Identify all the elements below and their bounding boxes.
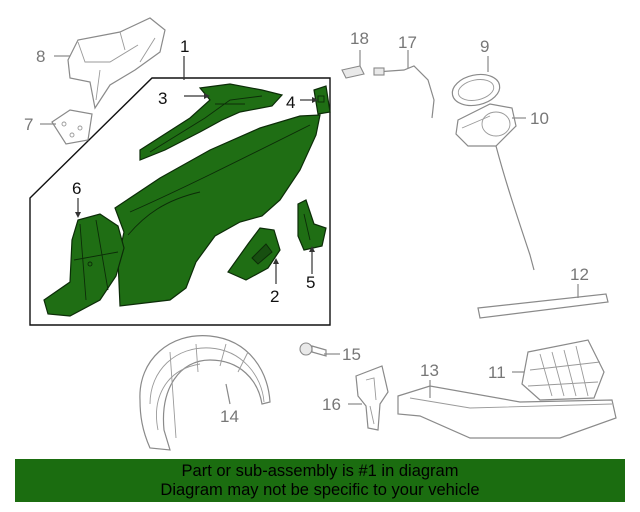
callout-7[interactable]: 7 (24, 115, 33, 134)
callout-15[interactable]: 15 (342, 345, 361, 364)
callout-9[interactable]: 9 (480, 37, 489, 56)
callout-13[interactable]: 13 (420, 361, 439, 380)
callout-11[interactable]: 11 (488, 363, 506, 382)
part-2-lower-bracket[interactable] (227, 227, 281, 281)
part-quarter-panel[interactable] (114, 114, 321, 307)
callout-2[interactable]: 2 (270, 287, 279, 306)
callout-4[interactable]: 4 (286, 93, 295, 112)
part-6-inner-wheelhouse[interactable] (43, 213, 125, 317)
banner-line-2: Diagram may not be specific to your vehi… (160, 481, 480, 499)
callout-6[interactable]: 6 (72, 179, 81, 198)
part-15-bolt[interactable] (299, 342, 327, 357)
part-14-wheelhouse-liner[interactable] (139, 335, 271, 451)
part-5-vertical-bracket[interactable] (297, 199, 327, 251)
part-10-fuel-filler-housing[interactable] (455, 103, 535, 271)
part-18-clip[interactable] (341, 65, 365, 79)
callout-1[interactable]: 1 (180, 37, 189, 56)
callout-14[interactable]: 14 (220, 407, 239, 426)
sub-assembly-1-frame (29, 77, 331, 326)
callout-16[interactable]: 16 (322, 395, 341, 414)
part-3-upper-rail[interactable] (139, 83, 284, 161)
part-4-bracket[interactable] (313, 85, 331, 115)
leader-lines (40, 50, 579, 405)
notice-banner: Part or sub-assembly is #1 in diagram Di… (15, 459, 625, 502)
part-12-molding-strip[interactable] (477, 293, 609, 319)
part-16-bracket[interactable] (355, 365, 389, 431)
part-11-vent-grille[interactable] (521, 339, 605, 401)
part-17-release-cable[interactable] (373, 65, 435, 119)
banner-line-1: Part or sub-assembly is #1 in diagram (181, 462, 459, 480)
part-13-rocker-cover[interactable] (397, 385, 617, 439)
callout-18[interactable]: 18 (350, 29, 369, 48)
part-7-reinforcement-plate[interactable] (51, 109, 93, 145)
callout-3[interactable]: 3 (158, 89, 167, 108)
callout-12[interactable]: 12 (570, 265, 589, 284)
callout-5[interactable]: 5 (306, 273, 315, 292)
callout-17[interactable]: 17 (398, 33, 417, 52)
callout-8[interactable]: 8 (36, 47, 45, 66)
part-9-fuel-door-seal[interactable] (449, 70, 502, 109)
callout-10[interactable]: 10 (530, 109, 549, 128)
part-8-rail-bracket[interactable] (67, 17, 166, 110)
